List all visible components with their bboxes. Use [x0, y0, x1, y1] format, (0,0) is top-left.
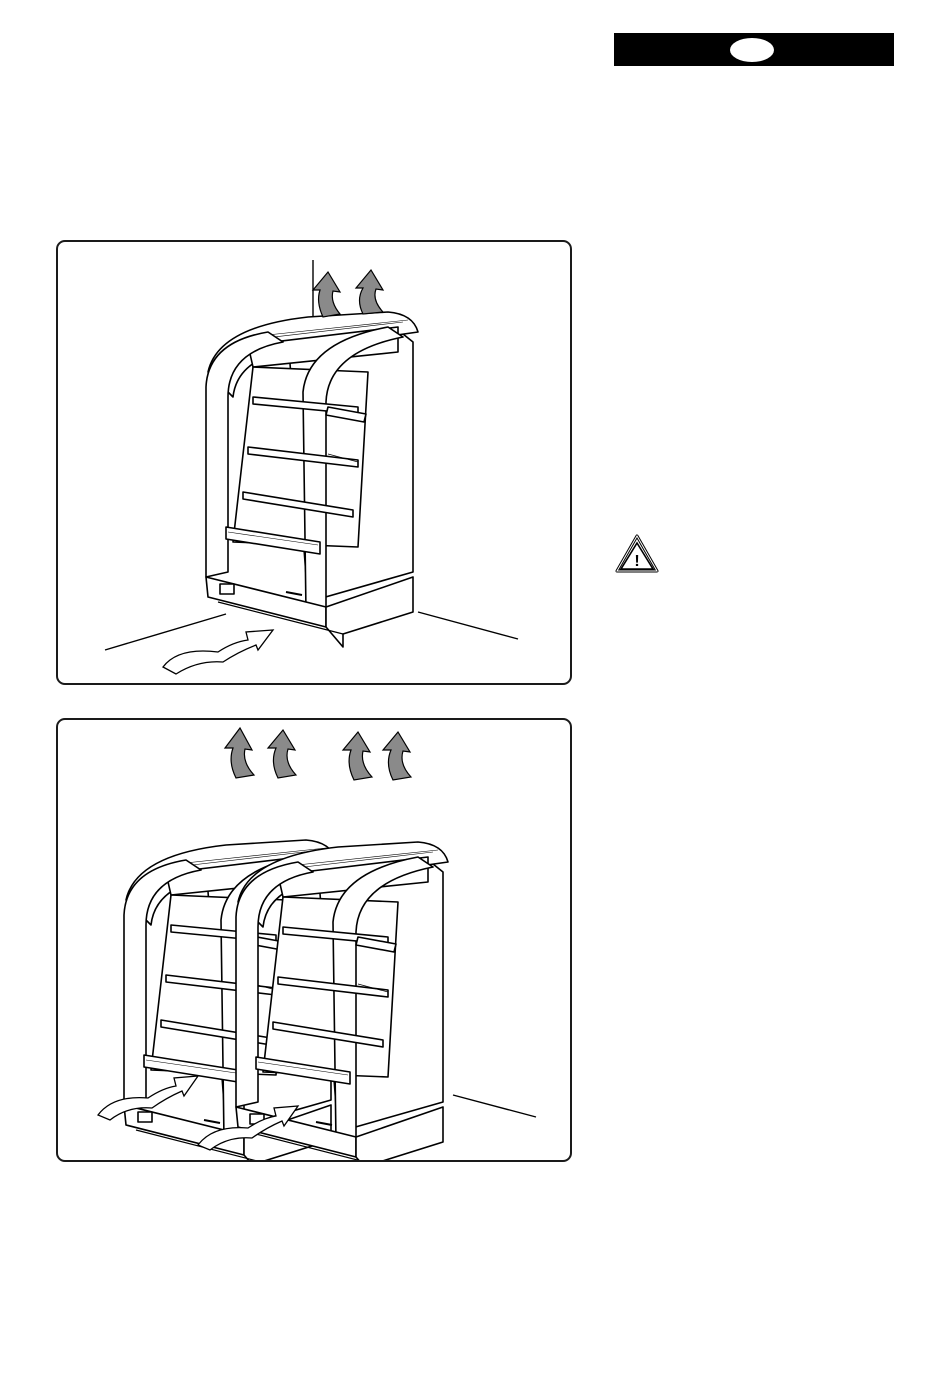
- svg-text:!: !: [634, 553, 639, 570]
- airflow-out-arrows: [313, 270, 383, 317]
- figure-double-cabinet: [56, 718, 572, 1162]
- language-badge: [730, 38, 774, 62]
- warning-icon: !: [614, 533, 660, 575]
- airflow-in-arrow: [163, 630, 273, 674]
- figure-single-cabinet: [56, 240, 572, 685]
- double-cabinet-illustration: [58, 720, 570, 1160]
- language-tab: [614, 33, 894, 66]
- airflow-out-arrows: [225, 728, 411, 780]
- single-cabinet-illustration: [58, 242, 570, 683]
